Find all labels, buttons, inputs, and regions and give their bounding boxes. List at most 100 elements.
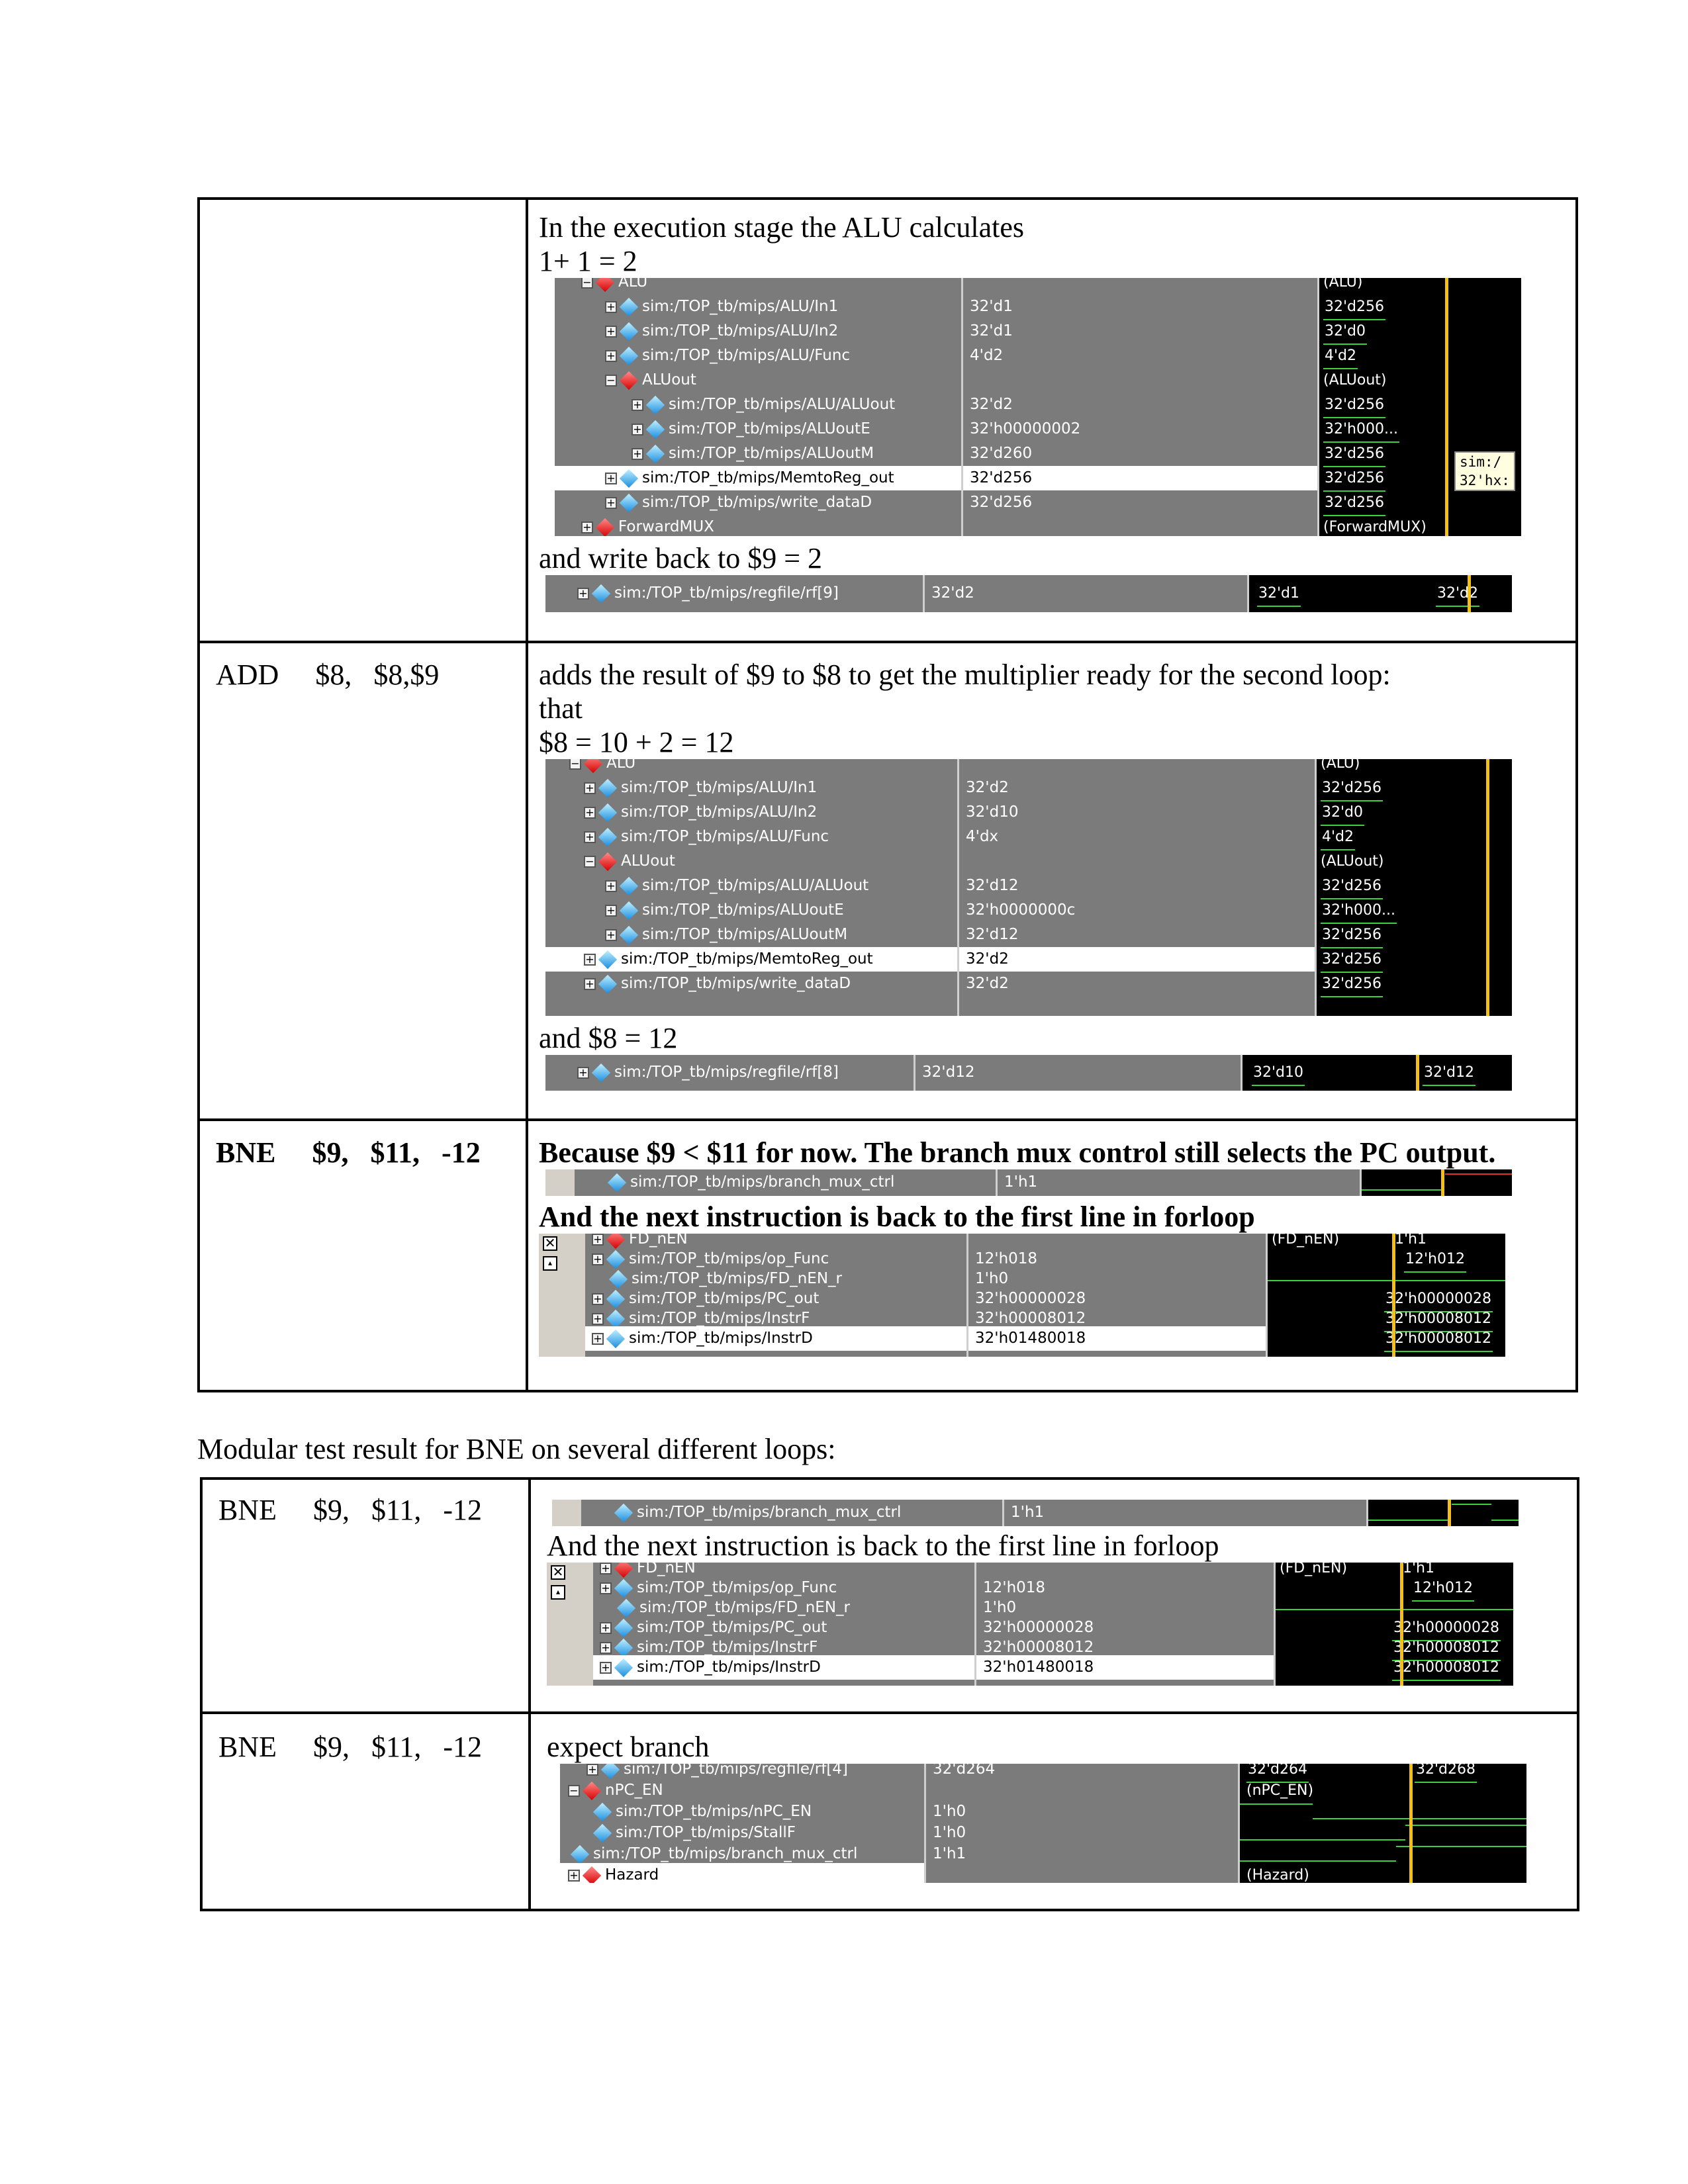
expand-icon[interactable]: + (584, 782, 596, 794)
signal-tree[interactable]: + FD_nEN + sim:/TOP_tb/mips/op_Func sim:/T… (585, 1234, 966, 1357)
expand-icon[interactable]: + (605, 349, 617, 362)
collapse-icon[interactable]: − (584, 855, 596, 868)
expand-icon[interactable]: + (605, 472, 617, 484)
signal-name[interactable]: sim:/TOP_tb/mips/InstrD (629, 1330, 813, 1347)
waveform-panel[interactable]: +sim:/TOP_tb/mips/regfile/rf[9] 32'd2 32… (545, 575, 1512, 612)
signal-name[interactable]: sim:/TOP_tb/mips/PC_out (637, 1619, 827, 1636)
signal-name[interactable]: nPC_EN (605, 1782, 663, 1799)
signal-name[interactable]: sim:/TOP_tb/mips/op_Func (629, 1250, 829, 1267)
expand-icon[interactable]: + (600, 1563, 612, 1574)
waveform-panel[interactable]: sim:/TOP_tb/mips/branch_mux_ctrl 1'h1 (552, 1500, 1519, 1526)
expand-icon[interactable]: + (600, 1621, 612, 1634)
signal-name[interactable]: sim:/TOP_tb/mips/ALU/ALUout (669, 396, 896, 413)
signal-name[interactable]: sim:/TOP_tb/mips/op_Func (637, 1579, 837, 1596)
time-cursor[interactable] (1445, 278, 1448, 536)
wave-plot[interactable]: 32'd264 32'd268 (nPC_EN) (Hazard) (1238, 1764, 1526, 1883)
waveform-panel[interactable]: − ALU + sim:/TOP_tb/mips/ALU/In1 + sim:/TOP… (545, 759, 1512, 1016)
expand-icon[interactable]: + (632, 447, 643, 460)
signal-name[interactable]: sim:/TOP_tb/mips/branch_mux_ctrl (637, 1504, 902, 1521)
signal-name[interactable]: ALUout (621, 852, 675, 870)
signal-name[interactable]: FD_nEN (637, 1563, 696, 1576)
expand-icon[interactable]: + (592, 1293, 604, 1305)
expand-icon[interactable]: + (600, 1641, 612, 1654)
signal-name[interactable]: ForwardMUX (618, 518, 714, 535)
signal-name[interactable]: sim:/TOP_tb/mips/ALUoutE (642, 901, 844, 919)
expand-icon[interactable]: + (586, 1764, 598, 1776)
wave-plot[interactable]: (ALU) 32'd256 32'd0 4'd2 (ALUout) 32'd25… (1317, 278, 1521, 536)
scroll-up-icon[interactable]: ▴ (543, 1256, 557, 1271)
close-icon[interactable]: ✕ (543, 1236, 557, 1251)
time-cursor[interactable] (1468, 575, 1471, 612)
expand-icon[interactable]: + (600, 1582, 612, 1594)
signal-name[interactable]: sim:/TOP_tb/mips/InstrD (637, 1659, 821, 1676)
signal-tree[interactable]: sim:/TOP_tb/mips/branch_mux_ctrl (552, 1500, 1002, 1526)
wave-plot[interactable]: (FD_nEN) 1'h1 12'h012 32'h00000028 32'h0… (1266, 1234, 1505, 1357)
collapse-icon[interactable]: − (568, 1784, 580, 1797)
signal-name[interactable]: sim:/TOP_tb/mips/ALU/In1 (621, 779, 818, 796)
waveform-panel[interactable]: +sim:/TOP_tb/mips/regfile/rf[8] 32'd12 3… (545, 1055, 1512, 1091)
signal-name[interactable]: sim:/TOP_tb/mips/FD_nEN_r (639, 1599, 851, 1616)
signal-tree[interactable]: − ALU + sim:/TOP_tb/mips/ALU/In1 + sim:/TOP… (545, 759, 957, 1016)
signal-tree[interactable]: + sim:/TOP_tb/mips/regfile/rf[8] (545, 1055, 914, 1091)
signal-name[interactable]: sim:/TOP_tb/mips/PC_out (629, 1290, 820, 1307)
scroll-up-icon[interactable]: ▴ (551, 1585, 565, 1600)
expand-icon[interactable]: + (577, 1066, 589, 1079)
waveform-panel[interactable]: ✕ ▴ +FD_nEN +sim:/TOP_tb/mips/op_Func si… (547, 1563, 1513, 1686)
expand-icon[interactable]: + (592, 1253, 604, 1265)
signal-name[interactable]: FD_nEN (629, 1234, 688, 1248)
wave-plot[interactable]: 32'd10 32'd12 (1241, 1055, 1512, 1091)
time-cursor[interactable] (1486, 759, 1489, 1016)
signal-name[interactable]: sim:/TOP_tb/mips/ALU/ALUout (642, 877, 869, 894)
time-cursor[interactable] (1409, 1764, 1413, 1883)
expand-icon[interactable]: + (632, 423, 643, 435)
waveform-panel[interactable]: sim:/TOP_tb/mips/branch_mux_ctrl 1'h1 (545, 1169, 1512, 1196)
time-cursor[interactable] (1448, 1500, 1451, 1526)
expand-icon[interactable]: + (605, 325, 617, 338)
expand-icon[interactable]: + (584, 978, 596, 990)
signal-name[interactable]: sim:/TOP_tb/mips/StallF (616, 1824, 796, 1841)
wave-plot[interactable]: (ALU) 32'd256 32'd0 4'd2 (ALUout) 32'd25… (1315, 759, 1512, 1016)
signal-tree[interactable]: + sim:/TOP_tb/mips/regfile/rf[9] (545, 575, 923, 612)
signal-name[interactable]: sim:/TOP_tb/mips/write_dataD (621, 975, 851, 992)
expand-icon[interactable]: + (605, 904, 617, 917)
signal-name[interactable]: sim:/TOP_tb/mips/write_dataD (642, 494, 872, 511)
signal-name[interactable]: sim:/TOP_tb/mips/regfile/rf[4] (624, 1764, 848, 1778)
waveform-panel[interactable]: +sim:/TOP_tb/mips/regfile/rf[4] −nPC_EN … (560, 1764, 1526, 1883)
wave-plot[interactable] (1366, 1500, 1519, 1526)
collapse-icon[interactable]: − (581, 278, 593, 289)
expand-icon[interactable]: + (605, 929, 617, 941)
signal-tree[interactable]: + FD_nEN + sim:/TOP_tb/mips/op_Func sim:/T… (593, 1563, 974, 1686)
expand-icon[interactable]: + (592, 1332, 604, 1345)
waveform-panel[interactable]: ✕ ▴ + FD_nEN + sim:/TOP_tb/mips/op_Func si… (539, 1234, 1505, 1357)
time-cursor[interactable] (1400, 1563, 1403, 1686)
expand-icon[interactable]: + (577, 587, 589, 600)
signal-tree[interactable]: −ALU +sim:/TOP_tb/mips/ALU/In1 +sim:/TOP… (555, 278, 961, 536)
expand-icon[interactable]: + (568, 1869, 580, 1882)
signal-name[interactable]: sim:/TOP_tb/mips/InstrF (629, 1310, 810, 1327)
signal-name[interactable]: sim:/TOP_tb/mips/InstrF (637, 1639, 818, 1656)
signal-name[interactable]: ALU (606, 759, 636, 772)
signal-name[interactable]: sim:/TOP_tb/mips/ALU/In1 (642, 298, 839, 315)
signal-name[interactable]: sim:/TOP_tb/mips/ALUoutM (669, 445, 874, 462)
expand-icon[interactable]: + (584, 806, 596, 819)
signal-name[interactable]: sim:/TOP_tb/mips/ALUoutM (642, 926, 848, 943)
signal-name[interactable]: sim:/TOP_tb/mips/regfile/rf[9] (614, 584, 839, 602)
expand-icon[interactable]: + (632, 398, 643, 411)
signal-name[interactable]: sim:/TOP_tb/mips/FD_nEN_r (632, 1270, 843, 1287)
time-cursor[interactable] (1441, 1169, 1444, 1196)
expand-icon[interactable]: + (600, 1661, 612, 1674)
expand-icon[interactable]: + (584, 831, 596, 843)
wave-plot[interactable]: 32'd1 32'd2 (1247, 575, 1512, 612)
signal-name[interactable]: sim:/TOP_tb/mips/ALUoutE (669, 420, 870, 437)
signal-name[interactable]: sim:/TOP_tb/mips/MemtoReg_out (642, 469, 894, 486)
collapse-icon[interactable]: − (605, 374, 617, 387)
expand-icon[interactable]: + (592, 1234, 604, 1246)
signal-name[interactable]: ALUout (642, 371, 696, 388)
expand-icon[interactable]: + (605, 880, 617, 892)
time-cursor[interactable] (1392, 1234, 1395, 1357)
expand-icon[interactable]: + (605, 300, 617, 313)
signal-tree[interactable]: +sim:/TOP_tb/mips/regfile/rf[4] −nPC_EN … (560, 1764, 924, 1883)
wave-plot[interactable] (1360, 1169, 1512, 1196)
signal-name[interactable]: sim:/TOP_tb/mips/regfile/rf[8] (614, 1064, 839, 1081)
signal-name[interactable]: sim:/TOP_tb/mips/ALU/In2 (621, 803, 818, 821)
